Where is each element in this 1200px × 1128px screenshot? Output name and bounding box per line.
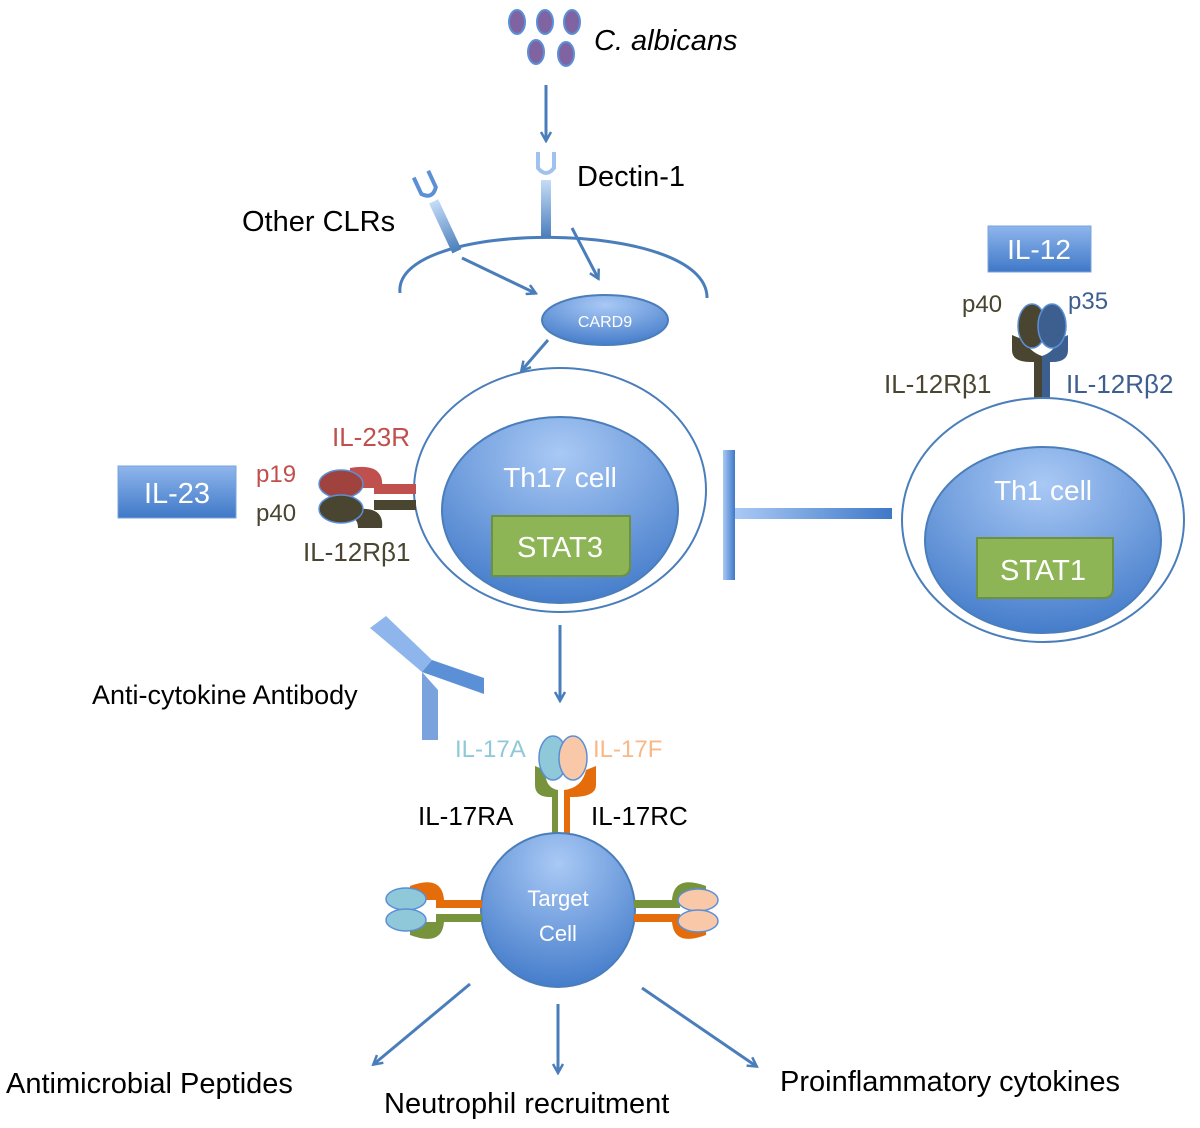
inhibition-bar: [723, 450, 892, 580]
antibody-label: Anti-cytokine Antibody: [92, 680, 358, 710]
target-left-receptor: [385, 882, 482, 939]
output-neutrophil: Neutrophil recruitment: [384, 1088, 669, 1120]
arrow-card9-to-th17: [522, 339, 550, 370]
il12-p40-label: p40: [962, 291, 1002, 318]
il12-box: [987, 225, 1092, 273]
il17ra-label: IL-17RA: [418, 801, 514, 831]
il23-p19-label: p19: [256, 461, 296, 488]
p40-subunit-il23: [318, 494, 364, 524]
dectin-1-receptor: [536, 152, 556, 238]
target-left-ligand-top: [385, 887, 427, 911]
il23-p40-label: p40: [256, 500, 296, 527]
il23-il12rb1-label: IL-12Rβ1: [303, 537, 410, 567]
target-cell-line2: Cell: [539, 921, 577, 946]
stat1-box: [976, 537, 1114, 599]
stat1-label: STAT1: [1000, 555, 1086, 587]
arrow-dectin-to-card9: [570, 227, 598, 278]
target-right-receptor: [634, 882, 719, 939]
target-right-ligand-bottom: [677, 909, 719, 933]
il17rc-receptor: [564, 766, 596, 835]
il12-p35-label: p35: [1068, 288, 1108, 315]
arrow-clr-to-card9: [461, 256, 535, 293]
arrow-to-proinflammatory: [641, 986, 756, 1066]
c-albicans-label: C. albicans: [594, 25, 737, 57]
other-clr-receptor: [411, 169, 462, 254]
il17f-label: IL-17F: [593, 736, 662, 763]
th1-label: Th1 cell: [994, 475, 1092, 506]
dectin-1-label: Dectin-1: [577, 161, 685, 193]
card9-label: CARD9: [578, 314, 632, 331]
il23-label: IL-23: [144, 478, 210, 510]
stat3-box: [491, 515, 631, 577]
apc-membrane: [398, 235, 709, 299]
target-cell-line1: Target: [527, 886, 588, 911]
target-left-ligand-bottom: [385, 908, 427, 932]
target-cell: [480, 832, 636, 988]
candida-yeast-cluster: [508, 9, 581, 67]
p19-subunit: [318, 469, 364, 499]
th17-label: Th17 cell: [503, 462, 617, 493]
card9-node: [541, 294, 669, 346]
other-clrs-label: Other CLRs: [242, 206, 395, 238]
stat3-label: STAT3: [517, 532, 603, 564]
output-proinflammatory: Proinflammatory cytokines: [780, 1066, 1120, 1098]
target-right-ligand-top: [677, 888, 719, 912]
p35-subunit-il12: [1037, 303, 1067, 349]
il17rc-label: IL-17RC: [591, 801, 688, 831]
output-antimicrobial: Antimicrobial Peptides: [6, 1068, 293, 1100]
il17f-subunit: [558, 735, 588, 781]
il17a-label: IL-17A: [455, 736, 526, 763]
il17ra-receptor: [535, 766, 558, 835]
il12rb2-receptor-th1: [1042, 335, 1068, 404]
antibody-icon: [370, 616, 484, 740]
il23r-label: IL-23R: [332, 422, 410, 452]
arrow-to-antimicrobial: [374, 982, 471, 1064]
th1-il12rb1-label: IL-12Rβ1: [884, 369, 991, 399]
il12rb1-receptor-th1: [1012, 335, 1042, 404]
th1-il12rb2-label: IL-12Rβ2: [1066, 369, 1173, 399]
il12-label: IL-12: [1007, 234, 1071, 265]
il23-box: [117, 465, 237, 519]
